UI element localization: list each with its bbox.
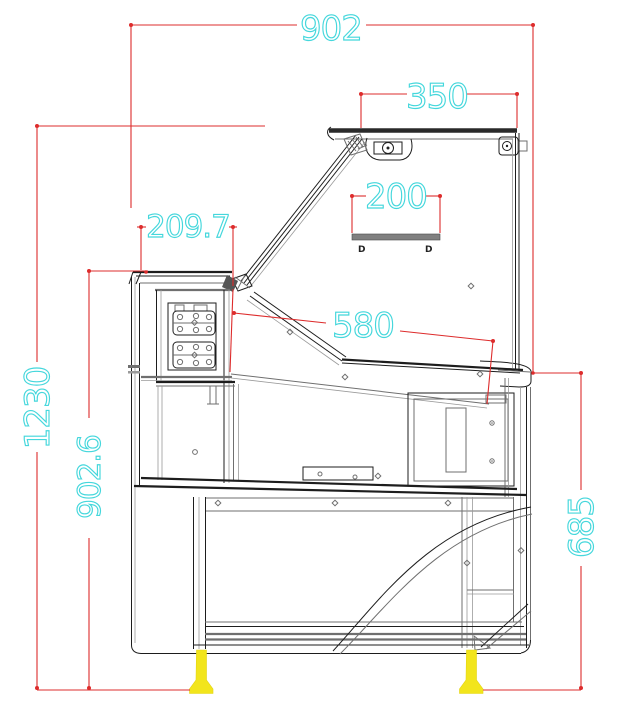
dim-rear-height: 685 — [483, 371, 603, 691]
dim-front-ledge: 209.7 — [137, 208, 237, 286]
dim-deck-length: 580 — [229, 288, 495, 405]
left-wall — [128, 277, 142, 654]
display-case-outline: D D — [128, 126, 533, 655]
dim-overall-width: 902 — [129, 8, 535, 372]
dimension-annotations: 902 350 200 209.7 — [17, 8, 603, 691]
dimension-rear-height: 685 — [562, 496, 602, 558]
dim-lamp-width: 200 — [350, 176, 442, 233]
dimension-canopy-depth: 350 — [406, 77, 468, 117]
dim-canopy-depth: 350 — [359, 76, 519, 128]
marker-diamonds — [286, 282, 484, 381]
canopy — [327, 126, 517, 141]
plinth — [141, 472, 529, 654]
rear-bracket — [498, 136, 528, 156]
pipe-arc — [332, 506, 533, 655]
foot-left — [189, 649, 214, 694]
lamp-fixture: D D — [351, 233, 441, 255]
dimension-front-ledge: 209.7 — [146, 209, 230, 245]
dimension-overall-width: 902 — [300, 9, 362, 49]
evaporator-block — [155, 288, 239, 483]
air-duct — [141, 291, 347, 381]
dimension-lamp-width: 200 — [365, 177, 427, 217]
dimension-overall-height: 1230 — [18, 367, 58, 450]
adjustable-feet — [189, 649, 484, 694]
dimension-deck-length: 580 — [332, 306, 394, 346]
foot-right — [459, 649, 484, 694]
dim-overall-height: 1230 — [17, 124, 265, 690]
lamp-clip-left: D — [358, 245, 365, 255]
front-glass — [231, 133, 368, 292]
lamp-clip-right: D — [425, 245, 432, 255]
front-ledge — [128, 270, 238, 292]
dim-front-height: 902.6 — [71, 269, 148, 690]
machine-compartment — [407, 378, 515, 497]
back-wall — [512, 133, 531, 654]
dimension-front-height: 902.6 — [72, 435, 108, 519]
